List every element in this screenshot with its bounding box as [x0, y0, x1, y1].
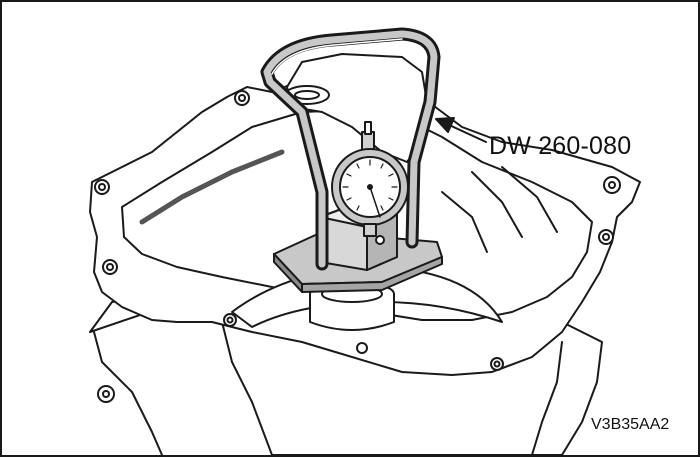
bolt-boss [234, 90, 250, 106]
bolt-boss [97, 385, 115, 403]
bolt-boss [598, 229, 614, 245]
housing-rib [441, 191, 488, 253]
bolt-boss [608, 181, 616, 189]
upper-boss-bore-inner [294, 90, 320, 100]
tool-handle-tube-inner [263, 30, 438, 268]
callout-arrowhead [435, 117, 455, 133]
input-shaft [309, 293, 395, 331]
bolt-boss [98, 183, 106, 191]
bolt-boss [223, 313, 237, 327]
bolt-boss [226, 316, 234, 324]
bolt-boss [238, 94, 246, 102]
gauge-base-plate-front [301, 256, 443, 293]
tool-callout-label: DW 260-080 [489, 132, 632, 160]
bolt-boss [602, 233, 610, 241]
bolt-boss [356, 342, 368, 354]
dial-needle [369, 186, 381, 218]
figure-id: V3B35AA2 [591, 416, 670, 433]
bolt-boss [490, 357, 504, 371]
bolt-boss [106, 263, 114, 271]
gauge-clamp-screw [375, 235, 385, 245]
housing-lower-left [93, 331, 163, 455]
housing-rib [501, 166, 558, 233]
bolt-boss [102, 390, 110, 398]
bolt-boss [102, 259, 118, 275]
bore-shadow [139, 149, 285, 225]
dial-ticks [342, 159, 398, 211]
bolt-boss [603, 176, 621, 194]
tool-handle-highlight [271, 38, 403, 75]
housing-lower-right [531, 341, 563, 455]
dial-stem-cap [364, 121, 372, 135]
housing-rib [471, 171, 523, 238]
dial-pivot [367, 184, 373, 190]
bolt-boss [94, 179, 110, 195]
dial-plunger-sleeve [363, 223, 377, 237]
callout-leader [446, 123, 487, 143]
bolt-boss [493, 360, 501, 368]
